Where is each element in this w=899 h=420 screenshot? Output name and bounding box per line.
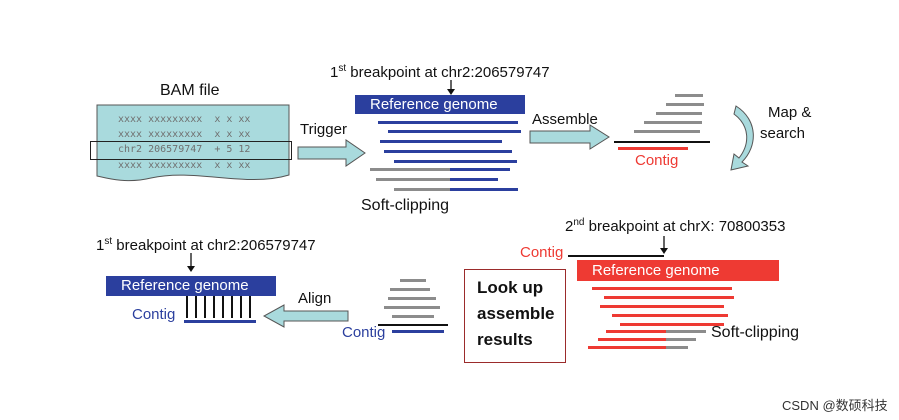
align-arrow <box>262 304 349 328</box>
read-bar <box>388 130 521 133</box>
reference-genome-label-2: Reference genome <box>592 262 720 279</box>
read-bar-softclip-red <box>588 346 666 349</box>
map-label: Map & <box>768 104 812 121</box>
read-bar-red <box>612 314 728 317</box>
contig-label-mid: Contig <box>342 324 386 341</box>
read-bar-softclip-red <box>598 338 666 341</box>
read-bar-softclip <box>394 188 450 191</box>
breakpoint-final-label: 1st breakpoint at chr2:206579747 <box>96 236 316 254</box>
breakpoint-final-marker <box>187 253 195 272</box>
contig-line-mid <box>378 324 448 326</box>
contig-bar-final <box>184 320 256 323</box>
read-bar-softclip <box>376 178 450 181</box>
read-bar-softclip <box>450 168 510 171</box>
read-bar-red <box>620 323 724 326</box>
bam-row: xxxx xxxxxxxxx x x xx <box>118 114 251 125</box>
read-bar-grey <box>388 297 436 300</box>
breakpoint-1-label: 1st breakpoint at chr2:206579747 <box>330 63 550 81</box>
search-label: search <box>760 125 806 142</box>
alignment-ticks <box>186 296 251 318</box>
breakpoint-2-marker <box>660 236 668 254</box>
read-bar-grey <box>644 121 702 124</box>
bam-row-highlight: chr2 206579747 + 5 12 <box>118 144 251 155</box>
read-bar-red <box>600 305 724 308</box>
read-bar-grey <box>656 112 702 115</box>
read-bar-grey <box>392 315 434 318</box>
contig-line <box>614 141 710 143</box>
read-bar-softclip <box>450 178 498 181</box>
bam-file-title: BAM file <box>160 82 220 99</box>
read-bar-red <box>592 287 732 290</box>
bam-file-box <box>96 104 290 182</box>
contig-bar-mid <box>392 330 444 333</box>
read-bar <box>384 150 512 153</box>
read-bar <box>394 160 517 163</box>
contig-label-top: Contig <box>635 152 679 169</box>
breakpoint-1-marker <box>447 80 455 95</box>
assemble-arrow <box>529 124 610 150</box>
contig-bar <box>618 147 688 150</box>
bam-highlight-frame <box>90 141 292 160</box>
read-bar-softclip-red <box>666 338 696 341</box>
read-bar-grey <box>390 288 430 291</box>
read-bar <box>378 121 518 124</box>
lookup-line-2: assemble <box>477 304 555 323</box>
read-bar <box>380 140 502 143</box>
read-bar-grey <box>634 130 700 133</box>
read-bar-grey <box>384 306 440 309</box>
reference-genome-label: Reference genome <box>370 96 498 113</box>
read-bar-grey <box>675 94 703 97</box>
read-bar-softclip <box>450 188 518 191</box>
contig-label-right: Contig <box>520 244 564 261</box>
map-search-arrow <box>730 105 754 171</box>
read-bar-softclip-red <box>666 330 706 333</box>
reference-genome-bar-final <box>106 276 276 296</box>
contig-label-final: Contig <box>132 306 176 323</box>
watermark: CSDN @数硕科技 <box>782 398 888 413</box>
reference-genome-bar <box>355 95 525 114</box>
lookup-line-3: results <box>477 330 533 349</box>
soft-clipping-label: Soft-clipping <box>361 197 450 214</box>
lookup-line-1: Look up <box>477 278 544 297</box>
breakpoint-2-label: 2nd breakpoint at chrX: 70800353 <box>565 217 786 235</box>
read-bar-softclip-red <box>666 346 688 349</box>
read-bar-grey <box>400 279 426 282</box>
trigger-label: Trigger <box>300 121 347 138</box>
read-bar-softclip <box>370 168 450 171</box>
soft-clipping-label-2: Soft-clipping <box>711 324 800 341</box>
read-bar-red <box>604 296 734 299</box>
bam-row: xxxx xxxxxxxxx x x xx <box>118 129 251 140</box>
align-label: Align <box>298 290 332 307</box>
bam-row: xxxx xxxxxxxxx x x xx <box>118 160 251 171</box>
read-bar-grey <box>666 103 704 106</box>
assemble-label: Assemble <box>532 111 598 128</box>
read-bar-softclip-red <box>606 330 666 333</box>
contig-line-right <box>568 255 664 257</box>
lookup-box <box>464 269 566 363</box>
reference-genome-label-final: Reference genome <box>121 277 249 294</box>
reference-genome-bar-2 <box>577 260 779 281</box>
trigger-arrow <box>297 139 366 167</box>
